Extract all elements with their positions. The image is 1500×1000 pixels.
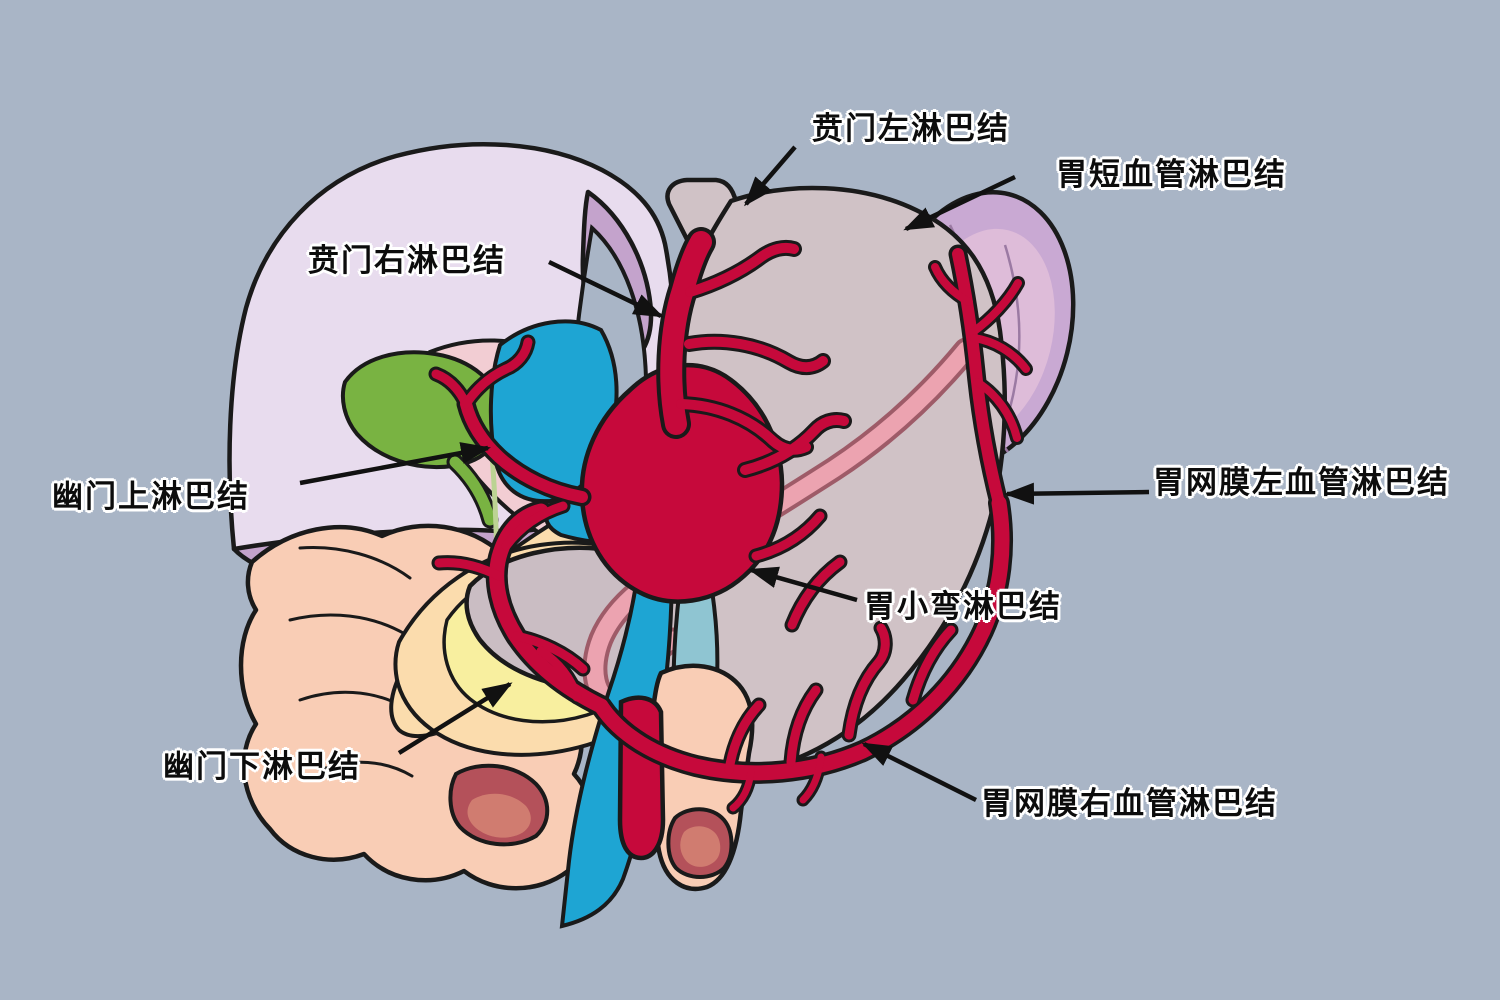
- arrow-subpyloric: [397, 682, 513, 755]
- label-right-gastroepiploic-vessels: 胃网膜右血管淋巴结: [981, 786, 1278, 822]
- label-subpyloric: 幽门下淋巴结: [163, 749, 361, 785]
- arrow-lesser-curvature: [748, 566, 858, 603]
- label-suprapyloric: 幽门上淋巴结: [52, 479, 250, 515]
- label-left-cardiac: 贲门左淋巴结: [812, 111, 1010, 147]
- arteries: [436, 242, 1026, 861]
- arrow-right-cardiac: [548, 259, 664, 319]
- label-lesser-curvature: 胃小弯淋巴结: [864, 589, 1062, 625]
- annotation-arrows: [299, 145, 1150, 803]
- label-left-gastroepiploic-vessels: 胃网膜左血管淋巴结: [1153, 465, 1450, 501]
- arrow-short-gastric-vessels: [903, 174, 1016, 232]
- arrow-suprapyloric: [299, 442, 491, 486]
- arrow-right-gastroepiploic-vessels: [861, 741, 978, 803]
- label-right-cardiac: 贲门右淋巴结: [308, 243, 506, 279]
- arrow-left-gastroepiploic-vessels: [1004, 482, 1150, 505]
- label-short-gastric-vessels: 胃短血管淋巴结: [1056, 157, 1287, 193]
- arrow-left-cardiac: [744, 145, 797, 207]
